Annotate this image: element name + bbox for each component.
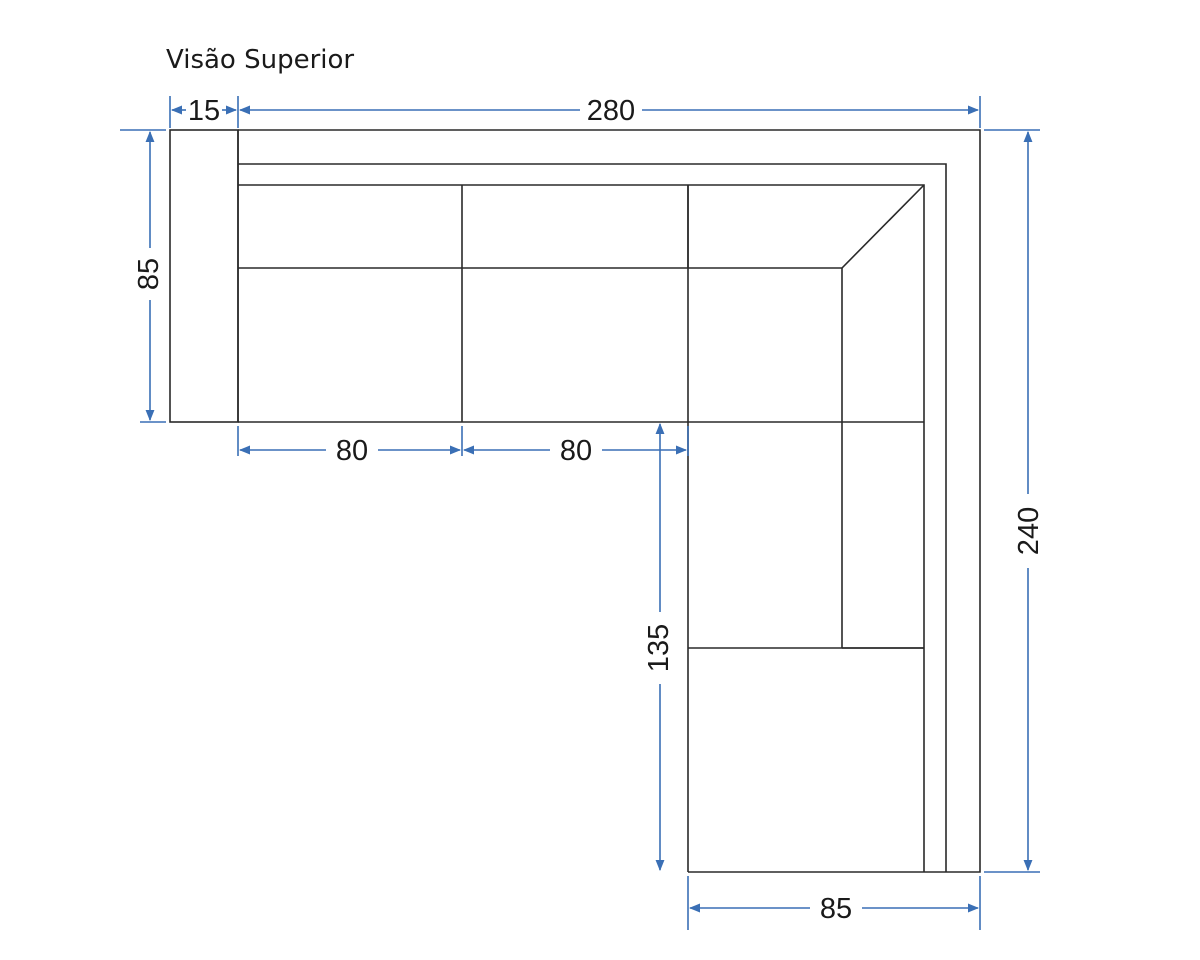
label-total-length: 240	[1013, 507, 1045, 555]
label-chaise-length: 135	[643, 624, 675, 672]
label-armrest-width: 15	[188, 95, 220, 127]
label-total-width: 280	[587, 95, 635, 127]
view-title: Visão Superior	[166, 45, 354, 75]
back-cushion-line	[238, 184, 925, 269]
left-armrest	[169, 129, 239, 423]
outer-backrest-edge	[238, 129, 981, 873]
label-depth-left: 85	[133, 258, 165, 290]
label-seat-1-width: 80	[336, 435, 368, 467]
dimension-lines	[120, 96, 1040, 930]
inner-backrest-edge	[238, 184, 925, 872]
sofa-outline	[169, 129, 981, 873]
middle-backrest-edge	[238, 163, 947, 872]
dimension-labels: 15 280 85 80 80 135 240 85	[133, 95, 1045, 925]
label-depth-bottom: 85	[820, 893, 852, 925]
label-seat-2-width: 80	[560, 435, 592, 467]
